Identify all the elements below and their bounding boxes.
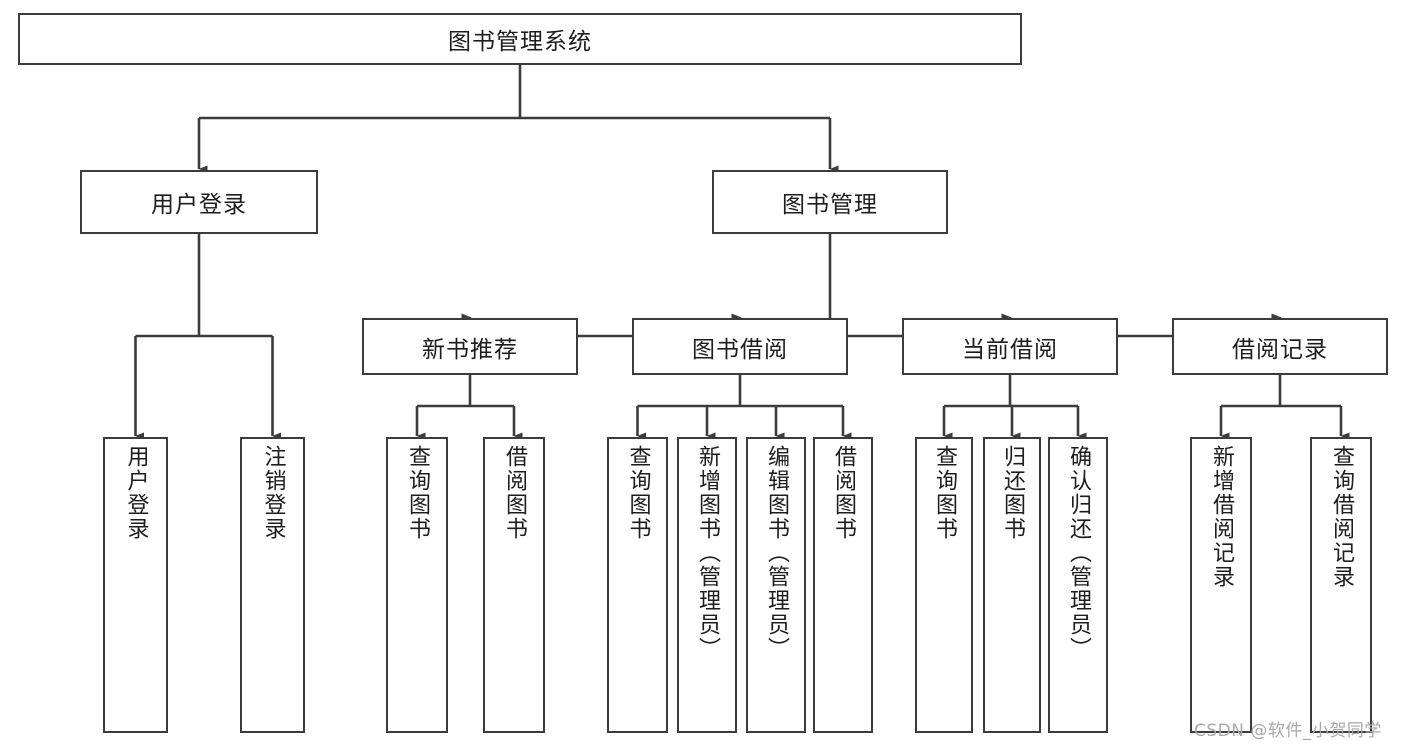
node-leaf-query-book-recommend[interactable]: 查询图书 <box>386 437 448 733</box>
node-book-management[interactable]: 图书管理 <box>712 170 948 234</box>
node-label: 新增借阅记录 <box>1208 445 1234 589</box>
node-label: 查询借阅记录 <box>1328 445 1354 589</box>
node-book-borrow[interactable]: 图书借阅 <box>632 318 848 375</box>
node-leaf-user-logout[interactable]: 注销登录 <box>240 437 305 733</box>
node-leaf-query-book-current[interactable]: 查询图书 <box>915 437 973 733</box>
node-label: 归还图书 <box>999 445 1025 541</box>
node-label: 当前借阅 <box>962 336 1058 363</box>
node-leaf-query-borrow-record[interactable]: 查询借阅记录 <box>1310 437 1372 733</box>
node-leaf-add-borrow-record[interactable]: 新增借阅记录 <box>1190 437 1252 733</box>
node-leaf-borrow-book[interactable]: 借阅图书 <box>813 437 873 733</box>
node-current-borrow[interactable]: 当前借阅 <box>902 318 1118 375</box>
connector-lines <box>134 65 1350 440</box>
node-label: 查询图书 <box>931 445 957 541</box>
node-label: 图书管理 <box>782 192 878 218</box>
node-label: 确认归还（管理员） <box>1065 445 1091 661</box>
node-label: 用户登录 <box>151 192 247 218</box>
node-new-book-recommend[interactable]: 新书推荐 <box>362 318 578 375</box>
node-label: 借阅图书 <box>830 445 856 541</box>
node-root-book-management-system[interactable]: 图书管理系统 <box>18 13 1022 65</box>
node-label: 用户登录 <box>123 445 149 541</box>
node-label: 注销登录 <box>260 445 286 541</box>
node-leaf-borrow-book-recommend[interactable]: 借阅图书 <box>483 437 545 733</box>
node-label: 查询图书 <box>625 445 651 541</box>
node-user-login[interactable]: 用户登录 <box>80 170 318 234</box>
node-label: 图书借阅 <box>692 336 788 363</box>
node-leaf-add-book-admin[interactable]: 新增图书（管理员） <box>677 437 737 733</box>
node-leaf-confirm-return-admin[interactable]: 确认归还（管理员） <box>1048 437 1108 733</box>
node-leaf-query-book-borrow[interactable]: 查询图书 <box>607 437 668 733</box>
node-label: 新增图书（管理员） <box>694 445 720 661</box>
node-borrow-record[interactable]: 借阅记录 <box>1172 318 1388 375</box>
node-leaf-user-login[interactable]: 用户登录 <box>103 437 168 733</box>
node-label: 查询图书 <box>404 445 430 541</box>
node-leaf-return-book[interactable]: 归还图书 <box>983 437 1041 733</box>
node-label: 编辑图书（管理员） <box>763 445 789 661</box>
node-label: 借阅记录 <box>1232 336 1328 363</box>
node-label: 图书管理系统 <box>448 29 592 55</box>
node-label: 借阅图书 <box>501 445 527 541</box>
node-label: 新书推荐 <box>422 336 518 363</box>
csdn-watermark: CSDN @软件_小贺同学 <box>1194 721 1382 741</box>
node-leaf-edit-book-admin[interactable]: 编辑图书（管理员） <box>746 437 806 733</box>
